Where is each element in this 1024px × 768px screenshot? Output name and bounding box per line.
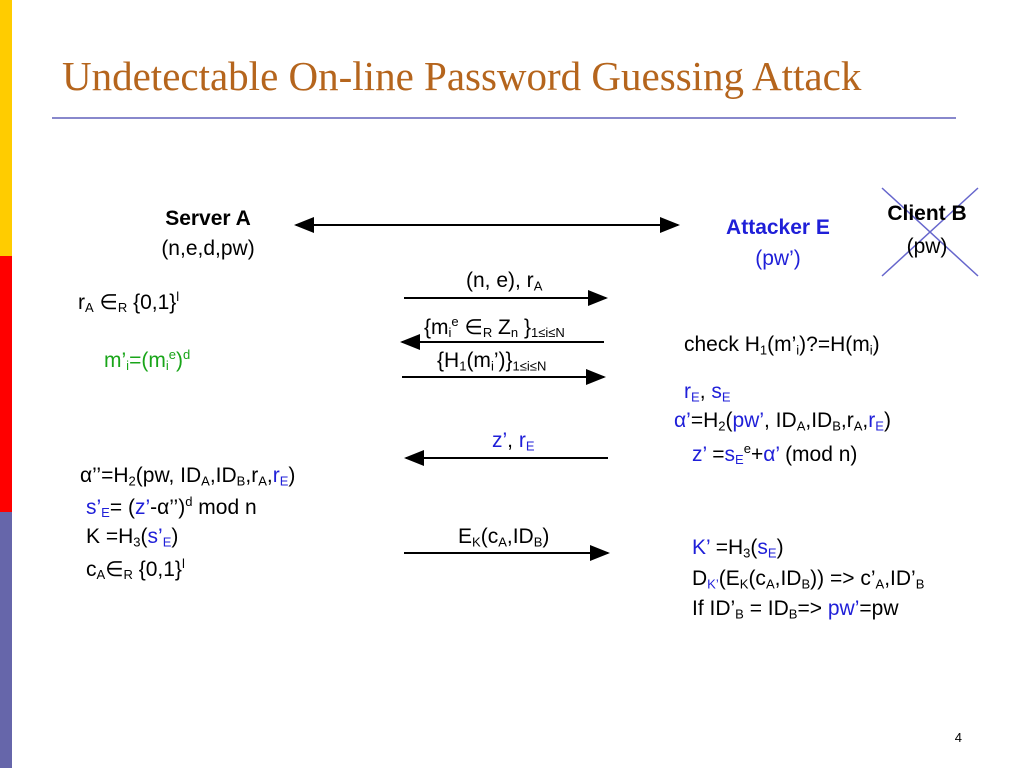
msg1-label: (n, e), rA [466, 269, 543, 294]
k-formula: K =H3(s’E) [86, 525, 179, 550]
if-formula: If ID’B = IDB=> pw’=pw [692, 597, 899, 622]
attacker-name: Attacker E [726, 216, 830, 239]
ra-random: rA ∈R {0,1}l [78, 289, 180, 316]
slide-title: Undetectable On-line Password Guessing A… [62, 53, 862, 99]
alpha2-formula: α’’=H2(pw, IDA,IDB,rA,rE) [80, 464, 296, 489]
title-divider [52, 117, 956, 119]
re-se-label: rE, sE [684, 380, 731, 405]
server-params: (n,e,d,pw) [161, 237, 255, 260]
accent-bar-red [0, 256, 12, 512]
msg5-label: EK(cA,IDB) [458, 525, 550, 550]
s-prime-formula: s’E= (z’-α’’)d mod n [86, 494, 257, 521]
k-prime-formula: K’ =H3(sE) [692, 536, 784, 561]
msg4-label: z’, rE [492, 429, 535, 454]
accent-bar-yellow [0, 0, 12, 256]
msg2-label: {mie ∈R Zn }1≤i≤N [424, 314, 565, 341]
page-number: 4 [954, 730, 962, 745]
accent-bar-blue [0, 512, 12, 768]
c-random: cA∈R {0,1}l [86, 556, 185, 583]
alpha-formula: α’=H2(pw’, IDA,IDB,rA,rE) [674, 409, 891, 434]
decrypt-formula: DK’(EK(cA,IDB)) => c’A,ID’B [692, 567, 925, 592]
m-prime-formula: m’i=(mie)d [104, 347, 191, 374]
check-formula: check H1(m’i)?=H(mi) [684, 333, 880, 358]
msg3-label: {H1(mi’)}1≤i≤N [437, 349, 547, 374]
client-params: (pw) [906, 235, 948, 258]
server-name: Server A [165, 207, 251, 230]
z-formula: z’ =sEe+α’ (mod n) [692, 441, 858, 468]
cross-line-2 [881, 187, 979, 277]
attacker-params: (pw’) [755, 247, 801, 270]
client-name: Client B [887, 202, 967, 225]
